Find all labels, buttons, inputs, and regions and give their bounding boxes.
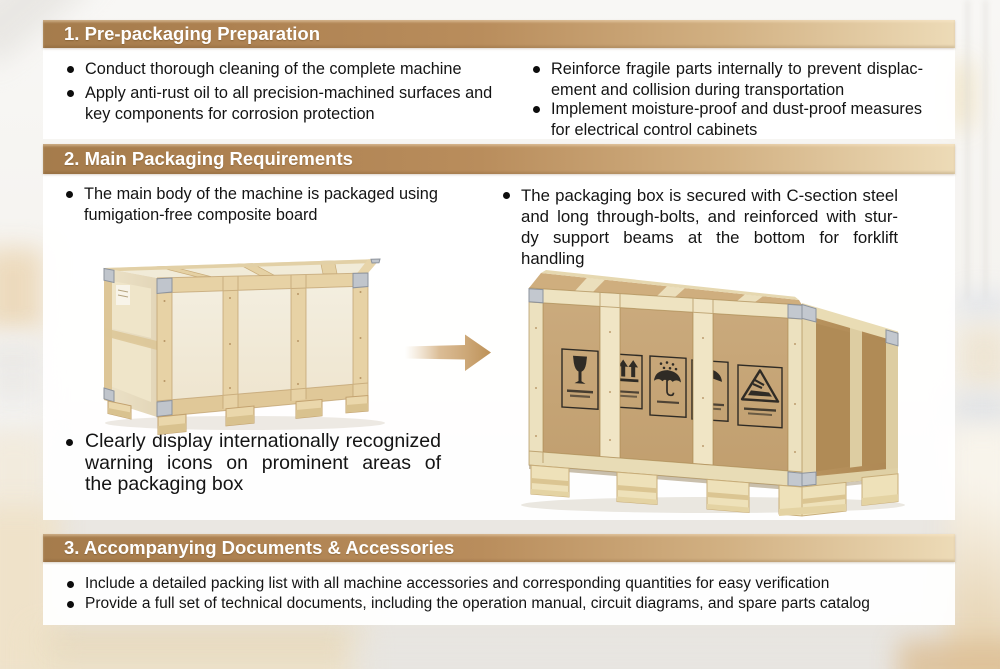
bullet-text: dy support beams at the bottom for forkl…: [521, 227, 898, 247]
bullet-dot: [66, 439, 73, 446]
bullet-text: and long through-bolts, and reinforced w…: [521, 206, 898, 226]
bullet-item: Provide a full set of technical document…: [66, 594, 870, 614]
section3-header: 3. Accompanying Documents & Accessories: [43, 534, 955, 562]
bullet-dot: [65, 190, 73, 198]
crush-warning-icon: [737, 364, 783, 429]
section1-panel: [43, 48, 955, 139]
bullet-item: The main body of the machine is packaged…: [65, 184, 438, 226]
bullet-item: Apply anti-rust oil to all precision-mac…: [66, 83, 493, 125]
section1-header: 1. Pre-packaging Preparation: [43, 20, 955, 48]
bg-drawer-line: [0, 384, 42, 390]
bullet-text: Include a detailed packing list with all…: [85, 575, 830, 592]
bullet-text: Reinforce fragile parts internally to pr…: [551, 59, 923, 78]
section3-title: 3. Accompanying Documents & Accessories: [64, 537, 455, 558]
bullet-text: fumigation-free composite board: [84, 205, 318, 224]
bullet-item: The packaging box is secured with C-sect…: [502, 185, 898, 269]
bg-shelf-line: [984, 0, 987, 300]
fragile-icon: [561, 348, 599, 411]
bullet-text: Conduct thorough cleaning of the complet…: [85, 60, 462, 78]
bullet-text: for electrical control cabinets: [551, 120, 758, 139]
bullet-dot: [66, 580, 74, 588]
plain-plywood-crate-image: [103, 258, 385, 436]
bg-drawer-line: [0, 354, 42, 360]
bullet-text: the packaging box: [85, 473, 244, 495]
bg-shelf: [948, 428, 1000, 669]
bg-box: [898, 640, 1000, 669]
bg-shelf-line: [966, 0, 969, 300]
bullet-dot: [532, 105, 540, 113]
bullet-dot: [66, 600, 74, 608]
section2-header: 2. Main Packaging Requirements: [43, 144, 955, 174]
bg-shelf-band: [954, 394, 1000, 424]
bullet-text: key components for corrosion protection: [85, 105, 375, 123]
section3-panel: [43, 562, 955, 625]
bullet-item: Conduct thorough cleaning of the complet…: [66, 59, 462, 80]
bullet-text: The main body of the machine is packaged…: [84, 184, 438, 203]
bg-floor: [350, 634, 930, 669]
bullet-text: The packaging box is secured with C-sect…: [521, 185, 898, 205]
bullet-item: Clearly display internationally recogniz…: [66, 430, 441, 496]
bullet-item: Include a detailed packing list with all…: [66, 574, 830, 594]
bg-box-slat: [55, 646, 350, 651]
bullet-dot: [502, 191, 510, 199]
warning-label-packaging-box-image: [521, 270, 905, 517]
bg-shelf-band: [956, 292, 1000, 320]
bullet-text: Apply anti-rust oil to all precision-mac…: [85, 84, 493, 102]
keep-dry-icon: [649, 355, 687, 419]
bullet-text: ement and collision during transportatio…: [551, 80, 845, 99]
bullet-dot: [532, 65, 540, 73]
bullet-text: Provide a full set of technical document…: [85, 595, 870, 612]
bullet-text: handling: [521, 248, 585, 268]
section2-title: 2. Main Packaging Requirements: [64, 148, 353, 169]
bg-box: [0, 248, 44, 336]
bg-drawer-unit: [0, 332, 46, 434]
bullet-dot: [66, 66, 74, 73]
transform-arrow-icon: [405, 334, 491, 371]
bullet-text: Clearly display internationally recogniz…: [85, 430, 441, 452]
bullet-text: warning icons on prominent areas of: [85, 451, 441, 474]
bullet-item: Reinforce fragile parts internally to pr…: [532, 59, 923, 101]
bg-shelf-band: [958, 326, 1000, 388]
section1-title: 1. Pre-packaging Preparation: [64, 23, 321, 44]
bg-box-slat: [55, 632, 350, 637]
bullet-dot: [66, 90, 74, 97]
bullet-text: Implement moisture-proof and dust-proof …: [551, 99, 923, 118]
bullet-item: Implement moisture-proof and dust-proof …: [532, 99, 923, 141]
